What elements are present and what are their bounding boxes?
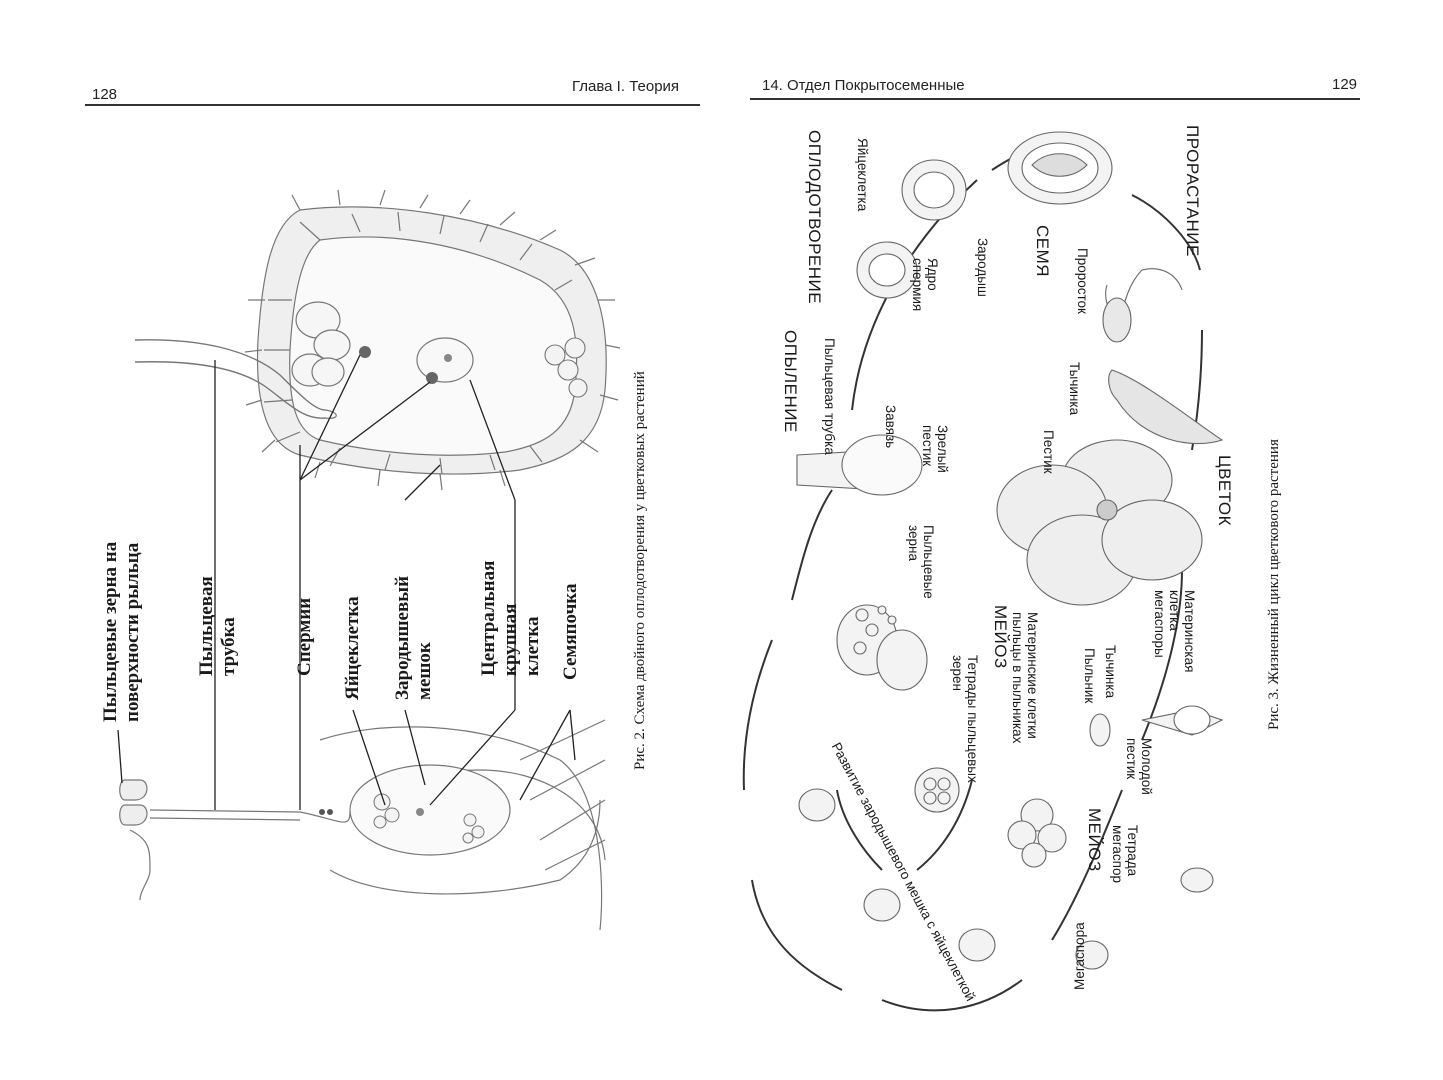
right-header-rule	[750, 98, 1360, 100]
label-embryo: Зародыш	[975, 238, 990, 297]
label-central-cell: Центральная крупная клетка	[478, 560, 543, 676]
right-figure-caption: Рис. 3. Жизненный цикл цветкового растен…	[1266, 439, 1282, 730]
right-chapter-title: 14. Отдел Покрытосеменные	[762, 77, 965, 94]
label-pollen-tube: Пыльцевая трубка	[196, 576, 239, 676]
label-stamen-small: Тычинка	[1103, 645, 1118, 699]
label-pollen-tetrads: Тетрады пыльцевых зерен	[950, 655, 980, 783]
stage-germination: ПРОРАСТАНИЕ	[1183, 125, 1202, 257]
life-cycle-diagram	[742, 131, 1224, 1012]
double-fertilization-diagram	[117, 189, 621, 931]
label-megaspore: Мегаспора	[1072, 922, 1087, 990]
egg-apparatus	[291, 301, 351, 387]
stage-meiosis-bottom: МЕЙОЗ	[1085, 808, 1104, 872]
stage-pollination: ОПЫЛЕНИЕ	[781, 330, 800, 433]
left-header-rule	[85, 104, 700, 106]
right-page-number: 129	[1332, 76, 1358, 93]
label-pollen-grains-stigma: Пыльцевые зерна на поверхности рыльца	[100, 541, 143, 722]
right-page: 14. Отдел Покрытосеменные 129	[722, 0, 1443, 1080]
stage-flower: ЦВЕТОК	[1215, 455, 1234, 526]
label-ovule: Семяпочка	[560, 583, 581, 680]
label-megaspore-tetrad: Тетрада мегаспор	[1110, 825, 1140, 884]
leader-lines	[117, 354, 576, 810]
stage-fertilization: ОПЛОДОТВОРЕНИЕ	[805, 130, 824, 305]
left-chapter-title: Глава I. Теория	[572, 78, 680, 95]
label-embryo-sac: Зародышевый мешок	[392, 575, 435, 700]
label-stamen: Тычинка	[1067, 362, 1082, 416]
label-megaspore-mother-cell: Материнская клетка мегаспоры	[1152, 590, 1197, 673]
label-egg-cell: Яйцеклетка	[855, 138, 870, 212]
stage-illustrations	[796, 131, 1224, 970]
pistil-overview	[119, 719, 606, 931]
left-page: 128 Глава I. Теория	[85, 78, 700, 931]
label-young-pistil: Молодой пестик	[1124, 738, 1154, 795]
stage-meiosis-top: МЕЙОЗ	[991, 605, 1010, 669]
stage-seed: СЕМЯ	[1033, 225, 1052, 278]
label-pollen-grains: Пыльцевые зерна	[906, 525, 936, 599]
label-seedling: Проросток	[1075, 248, 1090, 314]
label-egg-cell: Яйцеклетка	[342, 596, 363, 700]
label-anther: Пыльник	[1082, 648, 1097, 704]
left-figure-caption: Рис. 2. Схема двойного оплодотворения у …	[632, 371, 648, 770]
label-ovary: Завязь	[883, 405, 898, 449]
label-pistil: Пестик	[1041, 430, 1056, 474]
label-mature-pistil: Зрелый пестик	[920, 425, 950, 473]
label-anther-mother-cells: Материнские клетки пыльцы в пыльниках	[1010, 612, 1040, 744]
left-page-number: 128	[92, 86, 118, 103]
label-sperm-nucleus: Ядро спермия	[910, 258, 940, 312]
label-sperm: Спермии	[294, 597, 315, 676]
label-pollen-tube: Пыльцевая трубка	[822, 338, 837, 455]
